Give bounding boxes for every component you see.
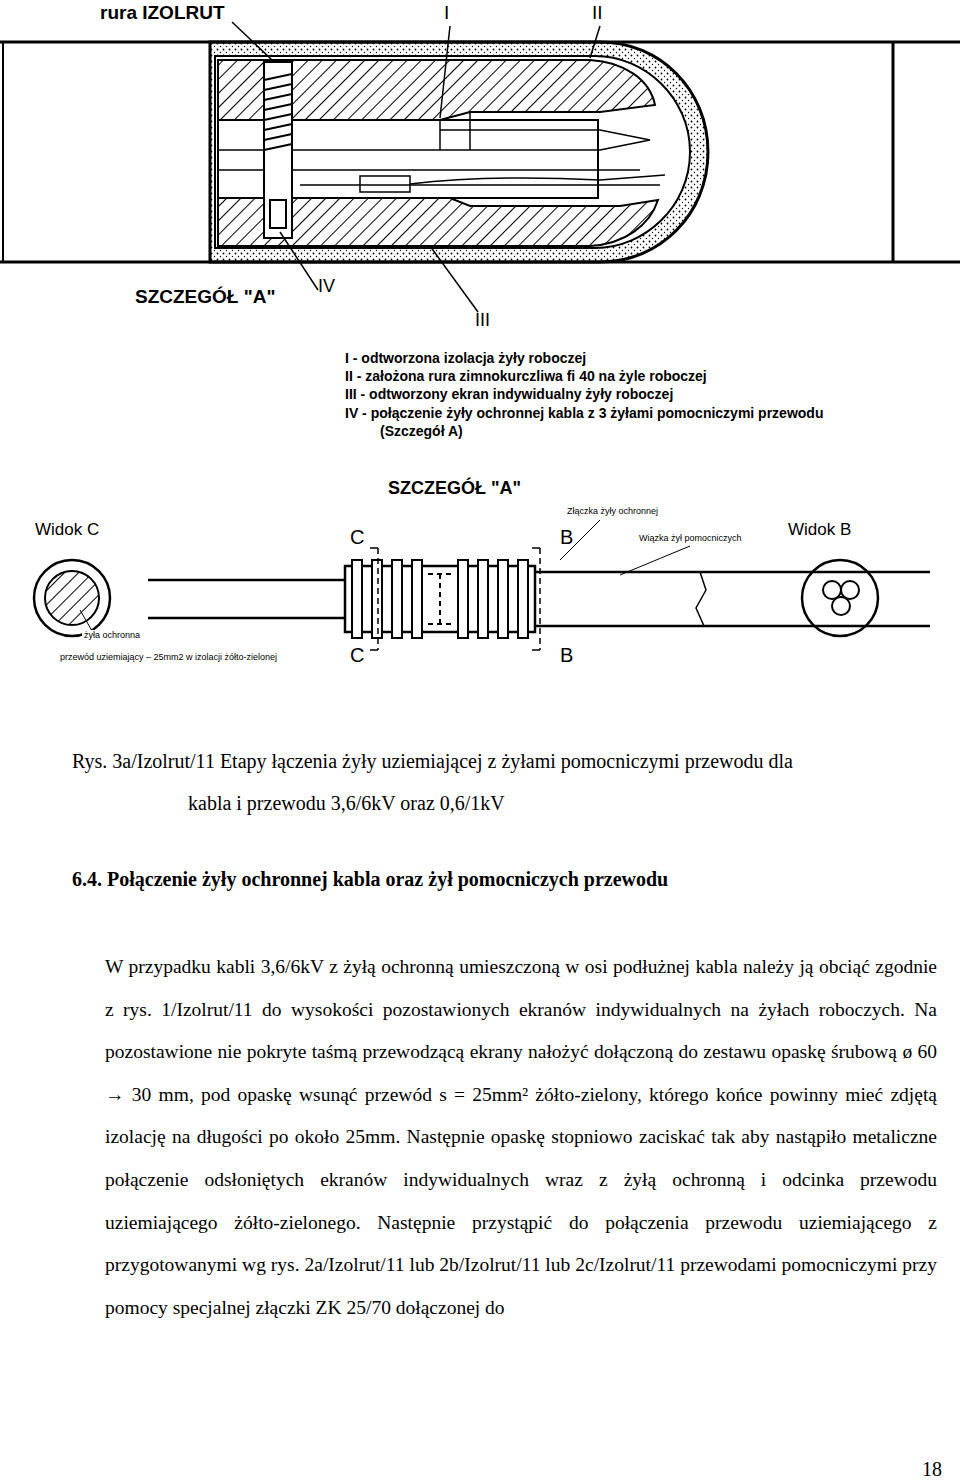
detail-a-drawing xyxy=(34,520,930,650)
detail-label: SZCZEGÓŁ "A" xyxy=(388,478,521,499)
part-label: Wiązka żył pomocniczych xyxy=(637,533,744,543)
view-label: Widok C xyxy=(35,520,99,540)
section-letter: B xyxy=(560,644,573,667)
part-label: żyła ochronna xyxy=(82,630,142,640)
section-letter: C xyxy=(350,644,364,667)
callout-number: IV xyxy=(318,276,335,297)
section-letter: C xyxy=(350,526,364,549)
section-letter: B xyxy=(560,526,573,549)
figure-caption: Rys. 3a/Izolrut/11 Etapy łączenia żyły u… xyxy=(72,740,832,824)
part-label: rura IZOLRUT xyxy=(100,2,225,24)
legend-line: IV - połączenie żyły ochronnej kabla z 3… xyxy=(345,404,845,440)
legend-line: I - odtworzona izolacja żyły roboczej xyxy=(345,350,586,366)
view-label: Widok B xyxy=(788,520,851,540)
cable-section xyxy=(0,22,960,312)
callout-number: III xyxy=(475,310,490,331)
callout-number: I xyxy=(444,2,449,24)
part-label: Złączka żyły ochronnej xyxy=(565,506,660,516)
part-label: przewód uziemiający – 25mm2 w izolacji ż… xyxy=(58,652,279,662)
callout-number: II xyxy=(592,2,603,24)
body-text: W przypadku kabli 3,6/6kV z żyłą ochronn… xyxy=(105,946,937,1329)
legend-line: II - założona rura zimnokurczliwa fi 40 … xyxy=(345,368,707,384)
section-heading: 6.4. Połączenie żyły ochronnej kabla ora… xyxy=(72,868,668,891)
page-number: 18 xyxy=(922,1458,942,1481)
detail-label: SZCZEGÓŁ "A" xyxy=(135,286,275,308)
legend-line: III - odtworzony ekran indywidualny żyły… xyxy=(345,386,673,402)
